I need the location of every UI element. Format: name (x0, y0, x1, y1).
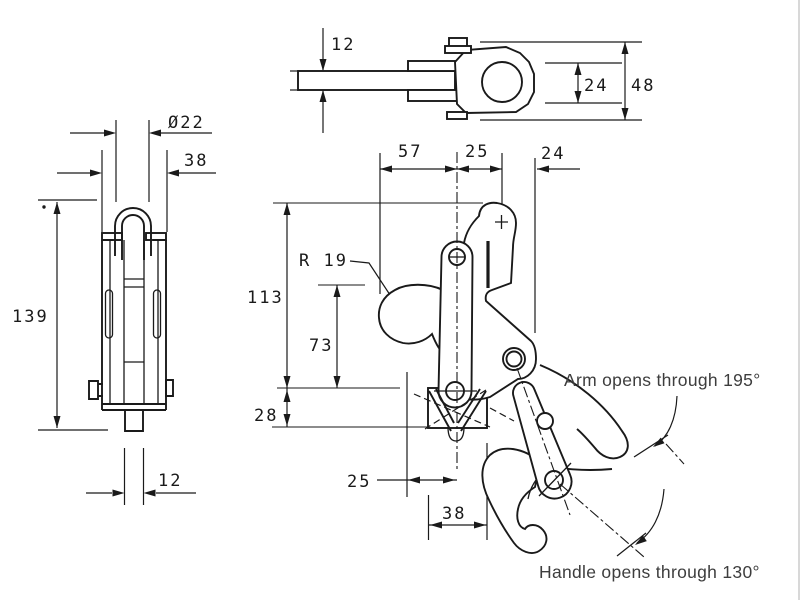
dim-top-overall-width: 48 (631, 76, 655, 96)
side-view-body (101, 239, 167, 411)
top-view-pivot-boss (481, 61, 523, 103)
side-view (88, 207, 174, 432)
handle-link-hole (536, 412, 554, 430)
side-view-bottom-tab (124, 410, 144, 432)
dim-front-hook-offset: 57 (398, 142, 422, 162)
hook-jaw (377, 283, 456, 361)
dim-front-pivot-offset: 25 (465, 142, 489, 162)
dim-front-overall-height: 113 (247, 288, 284, 308)
dim-side-overall-height: 139 (12, 307, 49, 327)
handle-swing-reference (559, 483, 645, 558)
side-view-left-bolt (88, 380, 103, 400)
note-arm-opening: Arm opens through 195° (564, 370, 761, 390)
dim-side-body-width: 38 (184, 151, 208, 171)
top-view-bar (297, 70, 456, 91)
dim-front-base-offset: 25 (347, 472, 371, 492)
handle-angle-tick (616, 532, 647, 557)
dim-front-edge-offset: 24 (541, 144, 565, 164)
dim-front-base-height: 28 (254, 406, 278, 426)
dim-front-hook-radius: R 19 (299, 251, 348, 271)
dim-top-inner-width: 24 (584, 76, 608, 96)
dim-front-base-width: 38 (442, 504, 466, 524)
dim-top-thickness: 12 (331, 35, 355, 55)
side-view-u-loop (114, 207, 152, 260)
dimension-labels: 12 24 48 Ø22 38 139 12 57 25 24 R 19 113… (12, 35, 761, 582)
dim-side-loop-diameter: Ø22 (168, 113, 205, 133)
handle-link (512, 381, 573, 500)
spindle-tip (447, 426, 465, 442)
arm-angle-tick (633, 434, 669, 458)
dim-side-tab-thickness: 12 (158, 471, 182, 491)
side-view-right-bolt (165, 379, 174, 397)
top-view (297, 37, 535, 120)
dimension-lines (38, 28, 642, 540)
base-hatch-dashes (413, 389, 515, 430)
plus-mark (495, 215, 508, 229)
dim-front-hook-height: 73 (309, 336, 333, 356)
body-bolt-hole-inner (505, 350, 523, 368)
side-view-left-slot (104, 289, 114, 339)
handle-angle-arc (636, 488, 665, 544)
handle-link-centerline (516, 367, 571, 516)
v-notch (428, 388, 487, 432)
handle-grip (481, 447, 548, 554)
angle-annotations (616, 395, 685, 557)
top-view-bottom-tab (446, 111, 468, 120)
note-handle-opening: Handle opens through 130° (539, 562, 760, 582)
front-view (377, 152, 645, 558)
arm-angle-arc (654, 395, 678, 447)
side-view-right-slot (152, 289, 162, 339)
top-view-washer (444, 45, 472, 54)
arm-open-phantom (539, 364, 629, 460)
